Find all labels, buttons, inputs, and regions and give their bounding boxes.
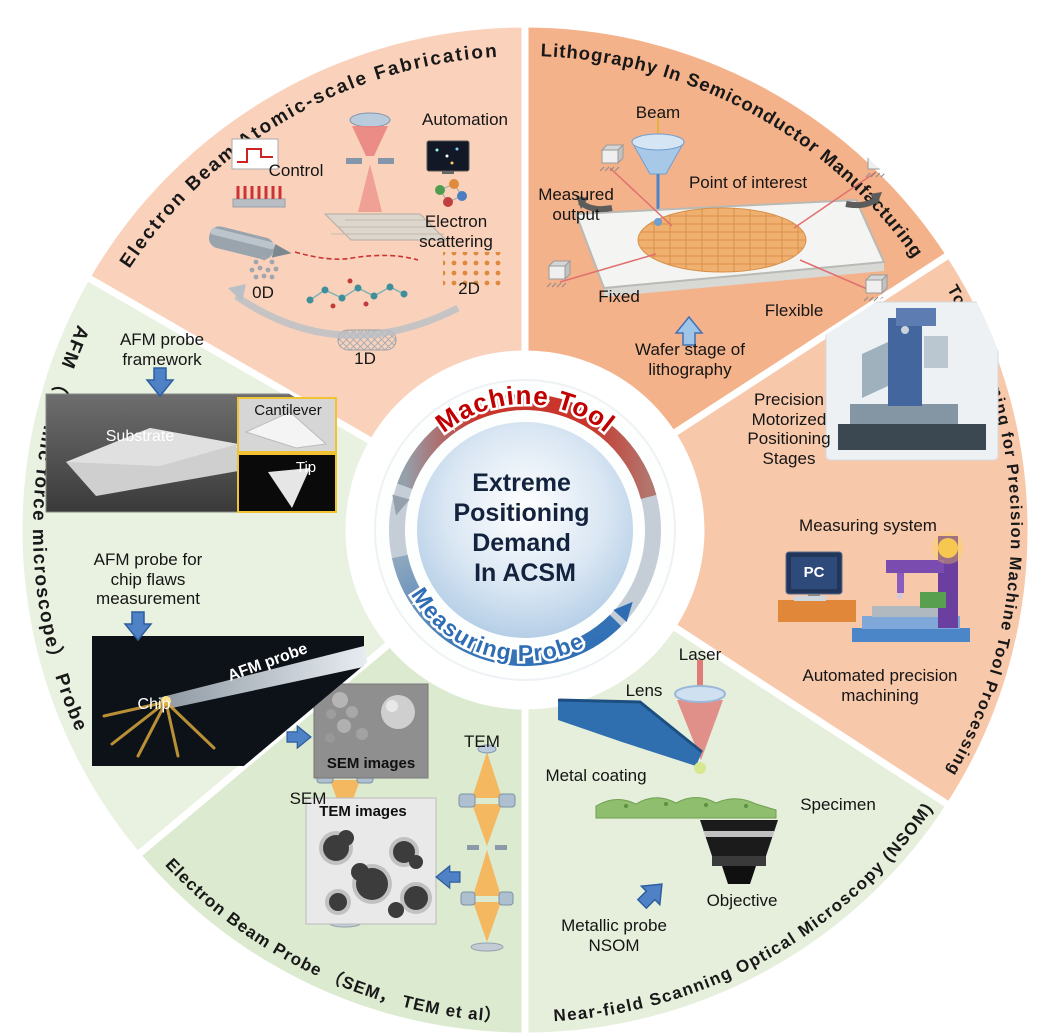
afm-chip-image	[92, 636, 368, 766]
nanomaterial-2d-icon	[443, 252, 501, 290]
ebeam-column-illustration	[323, 112, 448, 241]
center-title-line1: Extreme	[472, 469, 571, 497]
chip-label: Chip	[137, 696, 171, 713]
control-chart-icon	[231, 138, 279, 170]
laser-label: Laser	[678, 645, 722, 664]
center-title-line3: Demand	[472, 529, 571, 557]
electron-scattering-label: Electron scattering	[419, 212, 493, 251]
specimen-label: Specimen	[800, 795, 876, 814]
wafer-stage-label: Wafer stage of lithography	[635, 340, 745, 379]
pc-label: PC	[803, 564, 825, 581]
automated-machining-label: Automated precision machining	[802, 666, 958, 705]
tem-images-label: TEM images	[319, 803, 407, 820]
metal-coating-label: Metal coating	[545, 766, 647, 785]
center-title-line4: In ACSM	[474, 559, 576, 587]
electron-beam-dashed	[294, 251, 419, 261]
sem-images-label: SEM images	[326, 755, 416, 772]
sem-image	[313, 683, 429, 779]
tem-image	[305, 797, 437, 925]
tip-inset	[237, 453, 337, 513]
lens-label: Lens	[625, 681, 663, 700]
flexible-label: Flexible	[764, 301, 824, 320]
control-label: Control	[268, 161, 324, 180]
measured-output-label: Measured output	[538, 185, 614, 224]
measuring-system-illustration	[778, 532, 970, 642]
lithography-illustration	[546, 116, 890, 302]
fabrication-arc	[228, 284, 460, 339]
two-d-label: 2D	[458, 279, 480, 298]
objective-label: Objective	[706, 891, 778, 910]
precision-stages-label: Precision Motorized Positioning Stages	[747, 390, 831, 469]
afm-chip-flaws-label: AFM probe for chip flaws measurement	[93, 550, 203, 609]
measuring-system-label: Measuring system	[799, 516, 937, 535]
fixed-label: Fixed	[598, 287, 640, 306]
molecule-icon	[435, 179, 467, 207]
core-circle	[417, 422, 633, 638]
positioning-stage-photo	[825, 301, 999, 461]
cantilever-label: Cantilever	[254, 402, 322, 419]
tip-label: Tip	[295, 459, 317, 476]
afm-framework-label: AFM probe framework	[119, 330, 205, 369]
ccw-arrowhead-blue-icon	[613, 601, 633, 623]
nanomaterial-0d-icon	[249, 255, 279, 280]
actuator-array-icon	[232, 186, 286, 208]
automation-monitor-icon	[426, 140, 470, 174]
measuring-probe-arc	[391, 554, 622, 666]
cantilever-inset	[237, 397, 337, 453]
ccw-arrowhead-gray-icon	[392, 494, 410, 516]
ebeam-probe-illustration	[305, 683, 516, 952]
electron-gun-icon	[208, 226, 292, 260]
center-hub: Machine Tool Measuring Probe Extreme Pos…	[353, 358, 697, 702]
machine-tool-arc	[397, 394, 657, 499]
center-title: Extreme Positioning Demand In ACSM	[453, 469, 596, 587]
sem-label: SEM	[289, 789, 327, 808]
automation-label: Automation	[422, 110, 508, 129]
substrate-label: Substrate	[105, 428, 175, 445]
metallic-probe-label: Metallic probe NSOM	[561, 916, 667, 955]
point-of-interest-label: Point of interest	[688, 173, 808, 192]
beam-label: Beam	[635, 103, 681, 122]
zero-d-label: 0D	[252, 283, 274, 302]
center-title-line2: Positioning	[453, 499, 589, 527]
one-d-label: 1D	[354, 349, 376, 368]
nanomaterial-chain-icon	[306, 278, 408, 309]
nsom-illustration	[557, 660, 778, 884]
tem-label: TEM	[464, 732, 500, 751]
